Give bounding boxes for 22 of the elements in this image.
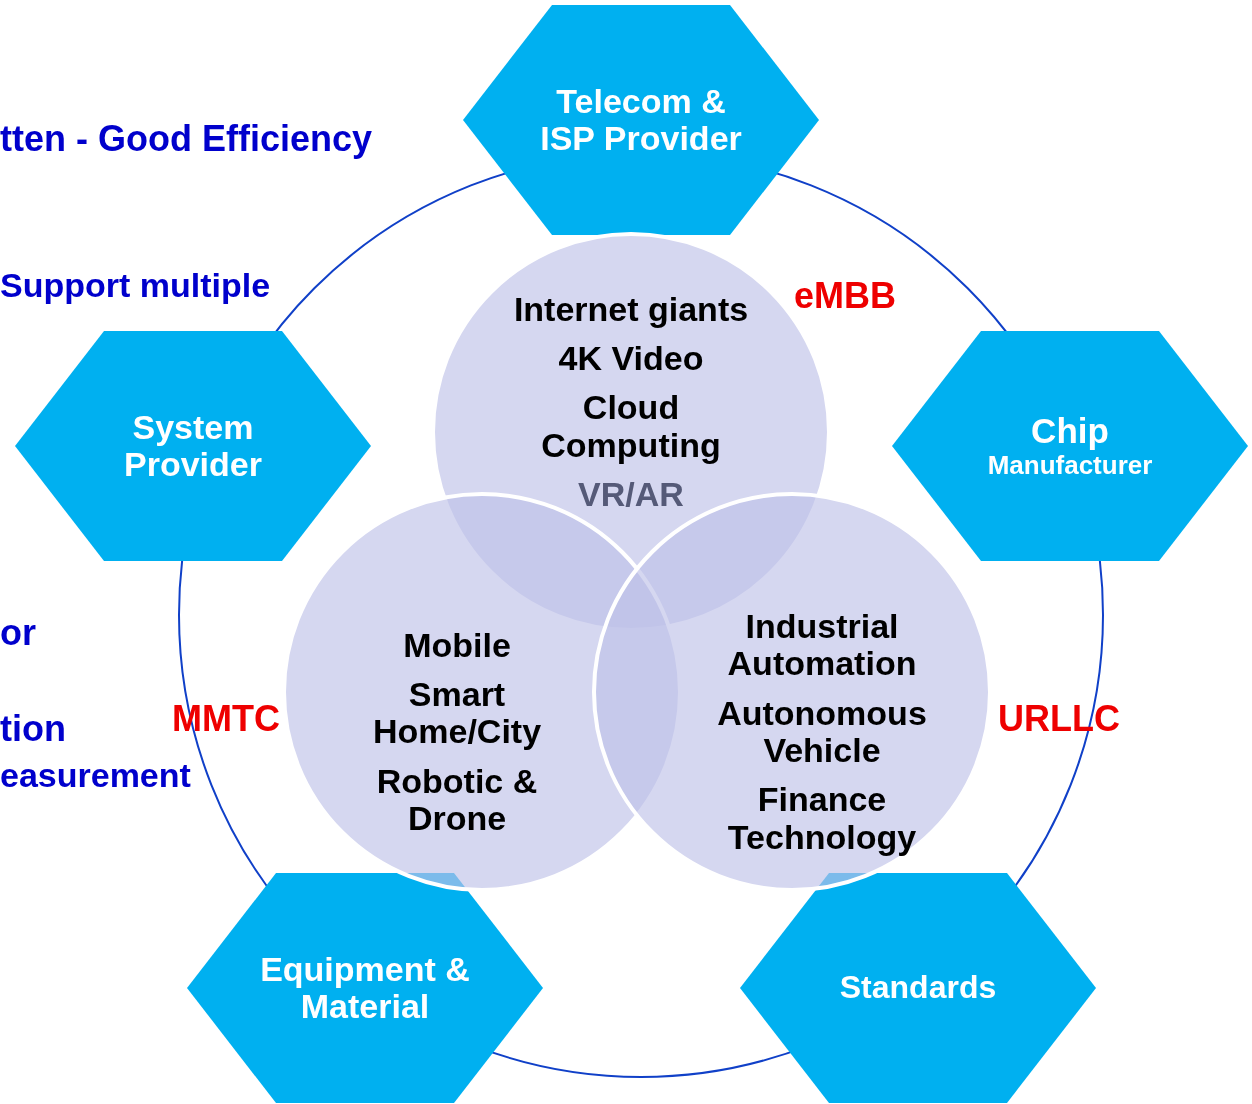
side-text: easurement — [0, 756, 191, 795]
side-text: tion — [0, 708, 66, 750]
use-case-label: Smart Home/City — [371, 675, 543, 751]
use-case-label: Industrial Automation — [726, 607, 918, 683]
use-case-label: 4K Video — [558, 339, 704, 378]
hexagon-label: Manufacturer — [987, 450, 1153, 480]
category-label: eMBB — [794, 275, 896, 317]
use-case-label: Mobile — [403, 626, 511, 664]
hexagon-label: Chip — [1031, 412, 1109, 451]
side-text: or — [0, 612, 36, 654]
hexagon-label: Telecom & ISP Provider — [539, 82, 743, 158]
use-case-label: Internet giants — [513, 290, 749, 328]
hexagon-label: Equipment & Material — [259, 950, 471, 1026]
side-text: Support multiple — [0, 266, 271, 305]
use-case-label: Finance Technology — [726, 781, 918, 857]
use-case-label: Robotic & Drone — [375, 762, 539, 838]
hexagon-label: System Provider — [123, 408, 263, 484]
hexagon-label: Standards — [839, 970, 997, 1006]
use-case-label: VR/AR — [578, 476, 684, 514]
use-case-label: Autonomous Vehicle — [716, 694, 928, 770]
use-case-label: Cloud Computing — [540, 389, 722, 465]
side-text: tten - Good Efficiency — [0, 118, 373, 160]
